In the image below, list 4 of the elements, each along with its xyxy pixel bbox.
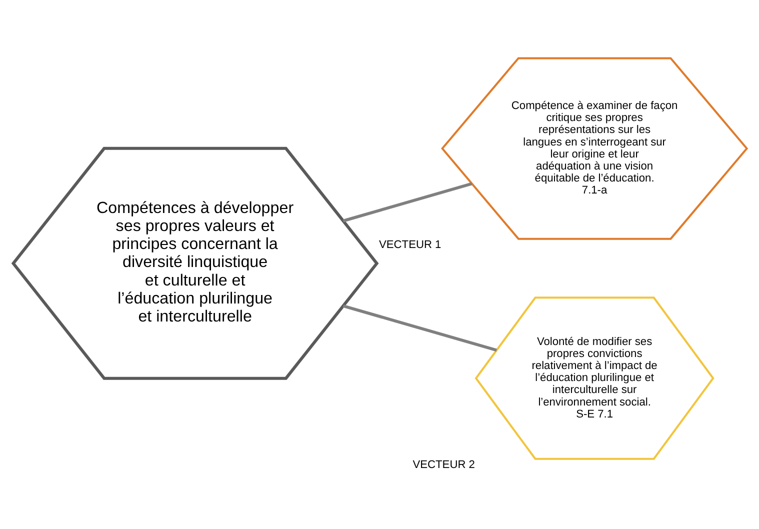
node-label: VECTEUR 2 [412,458,474,471]
connector [342,182,472,222]
node-label: VECTEUR 1 [378,238,441,251]
connector [342,304,496,352]
